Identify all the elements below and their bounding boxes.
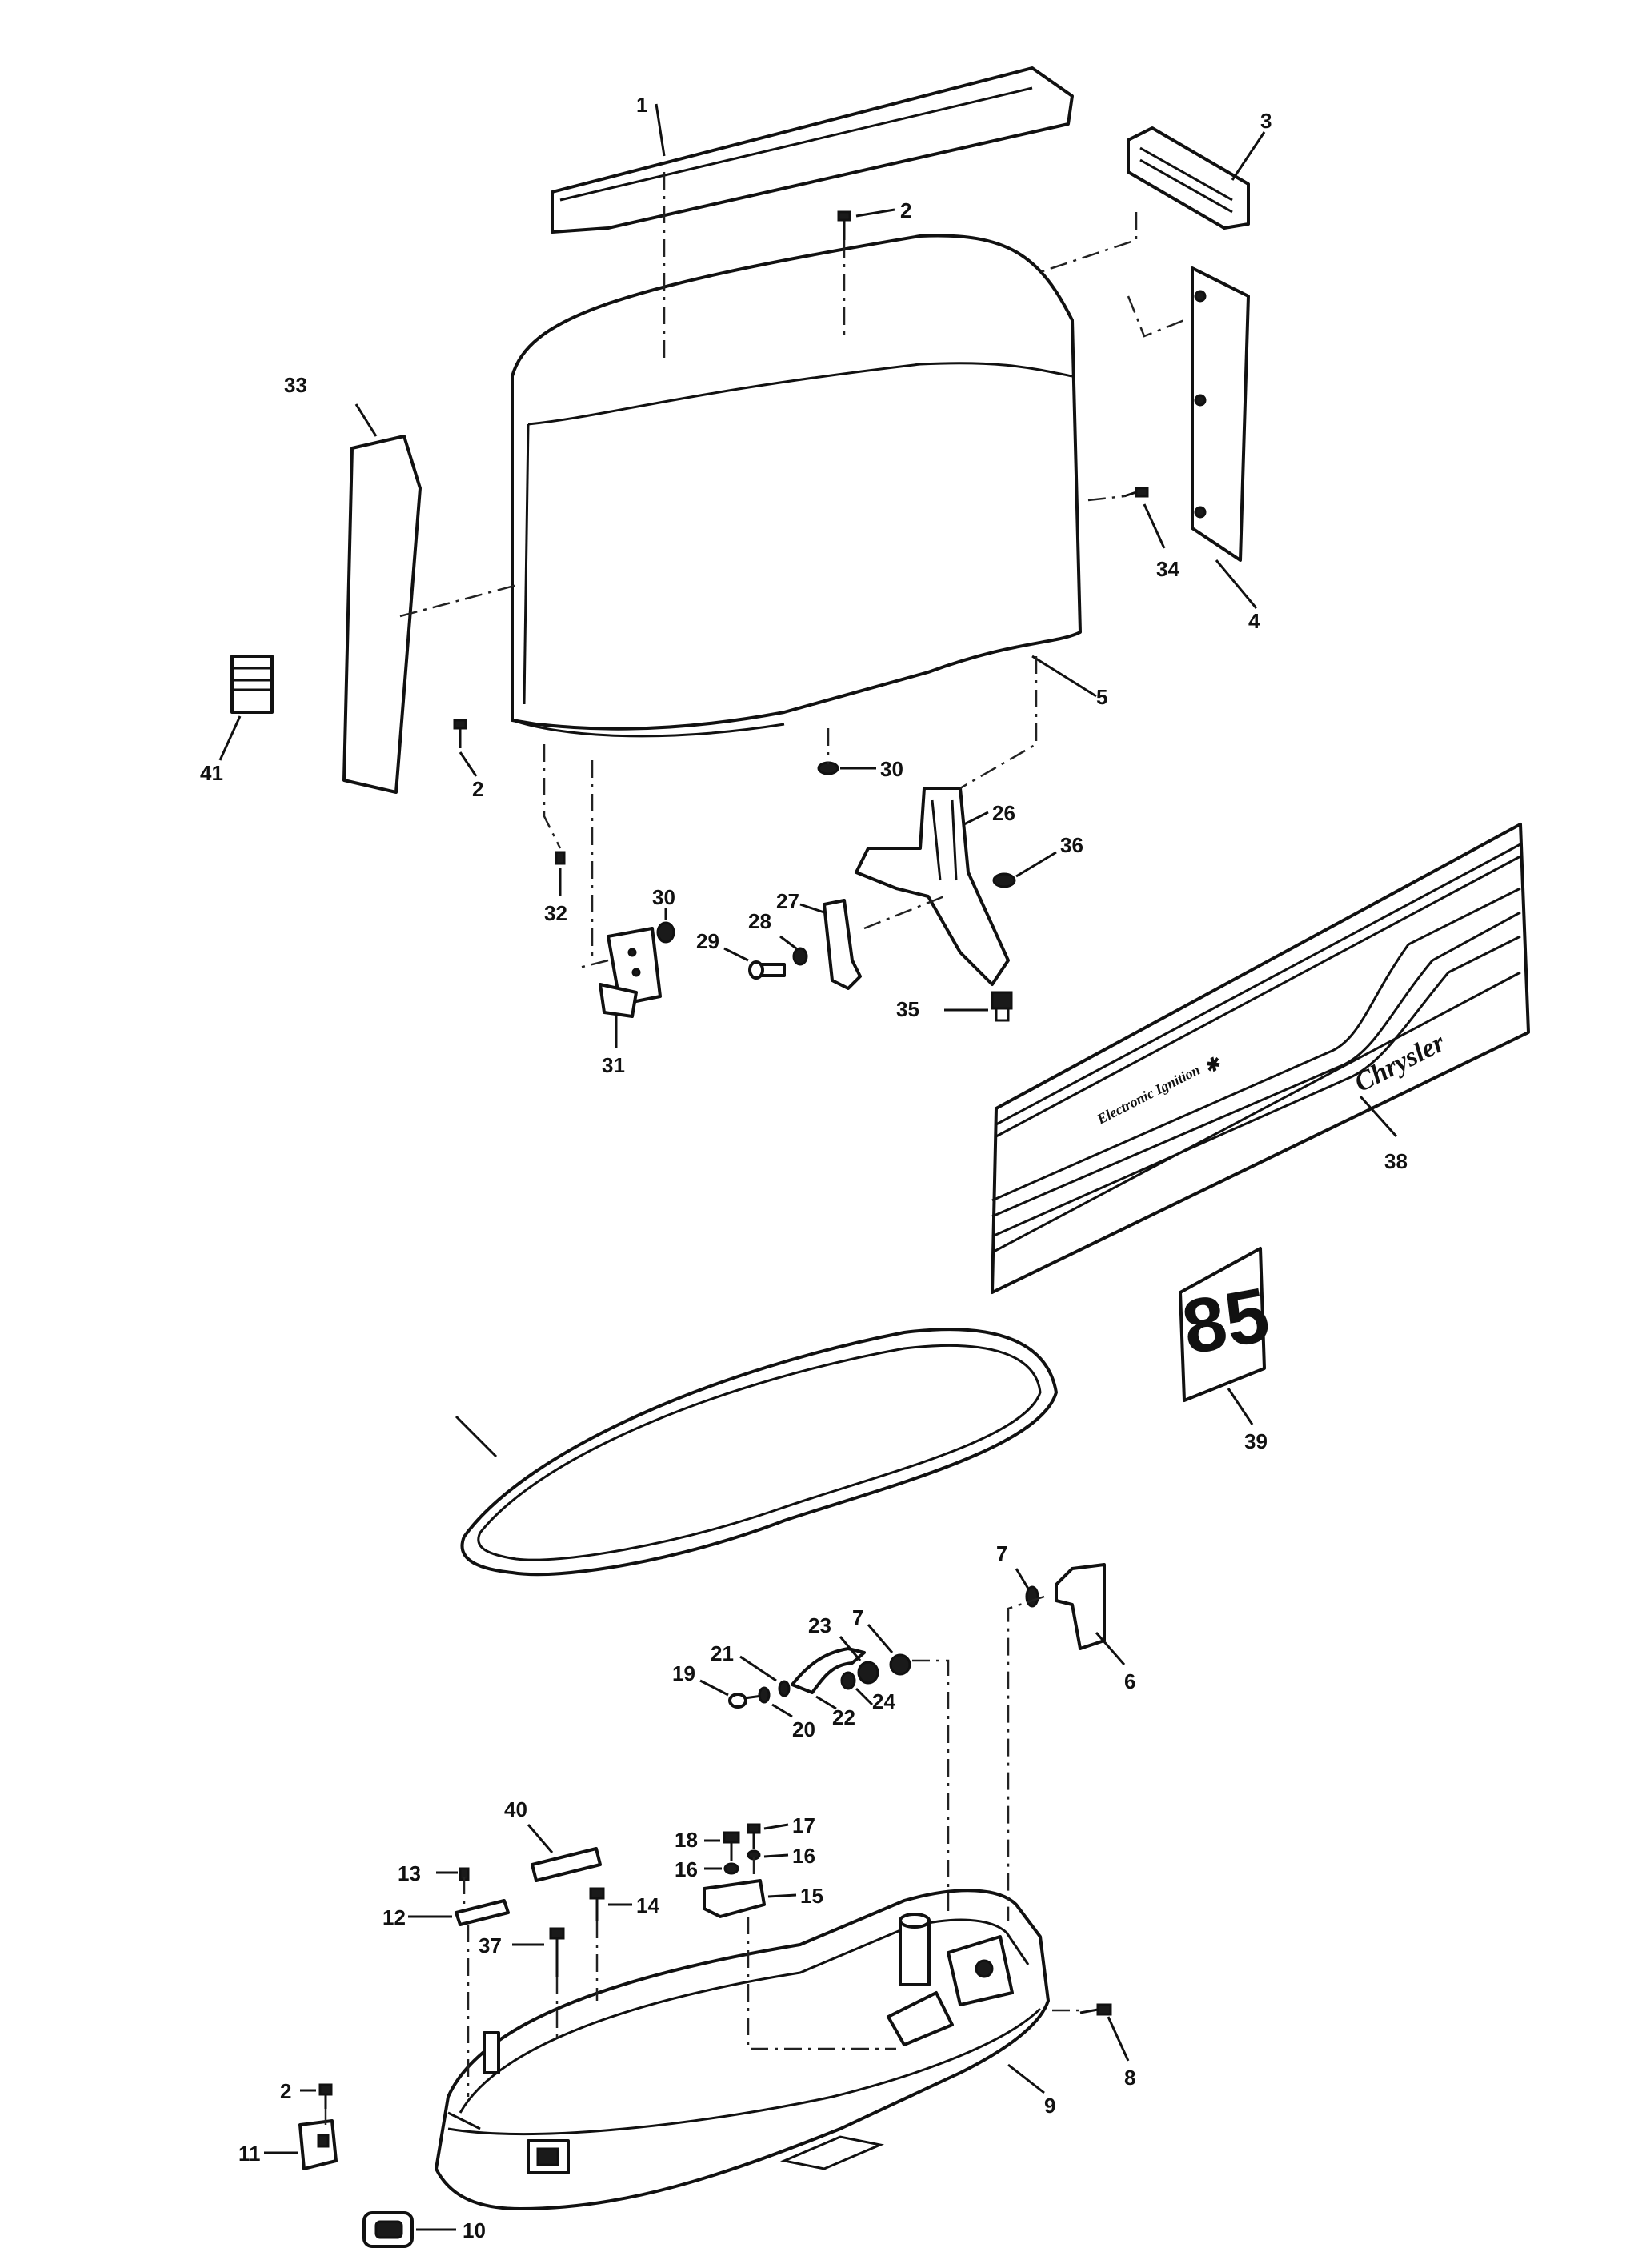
hood-seal-ring (460, 1328, 1058, 1577)
callout-39: 39 (1244, 1429, 1268, 1453)
callout-4: 4 (1248, 609, 1260, 633)
callout-35: 35 (896, 997, 919, 1021)
callout-28: 28 (748, 909, 771, 933)
part-3-latch-bracket (1127, 126, 1250, 230)
callout-15: 15 (800, 1884, 823, 1908)
part-31-bracket (599, 927, 662, 1018)
part-15-latch-plate (703, 1879, 766, 1918)
part-17-screw (747, 1823, 761, 1849)
callout-14: 14 (636, 1893, 659, 1917)
part-21-washer (778, 1680, 791, 1697)
part-18-screw (723, 1831, 740, 1861)
part-29-bolt (748, 960, 786, 980)
part-7-washer-right (1025, 1585, 1039, 1608)
callout-29: 29 (696, 929, 719, 953)
callout-40: 40 (504, 1797, 527, 1821)
callout-24: 24 (872, 1689, 895, 1713)
part-26-latch-assembly (855, 787, 1010, 986)
callout-19: 19 (672, 1661, 695, 1685)
callout-27: 27 (776, 889, 799, 913)
callout-2b: 2 (472, 777, 483, 801)
part-38-side-decal (991, 823, 1530, 1294)
callout-16a: 16 (675, 1857, 698, 1881)
part-12-plate (455, 1899, 510, 1926)
part-34-screw (1123, 487, 1149, 498)
callout-11: 11 (238, 2142, 261, 2166)
part-32-screw (555, 851, 566, 865)
callout-1: 1 (636, 93, 647, 117)
part-16-washer-left (723, 1862, 739, 1875)
callout-41: 41 (200, 761, 223, 785)
callout-3: 3 (1260, 109, 1272, 133)
callout-33: 33 (284, 373, 307, 397)
part-40-label (531, 1847, 602, 1882)
part-36-washer (992, 872, 1016, 888)
callout-30a: 30 (880, 757, 903, 781)
callout-30b: 30 (652, 885, 675, 909)
part-30-washer-a (817, 761, 839, 775)
hp-decal-number: 85 (1176, 1272, 1276, 1371)
part-2-screw-bottom (318, 2083, 333, 2109)
part-39-hp-decal (1179, 1247, 1266, 1402)
callout-38: 38 (1384, 1149, 1408, 1173)
part-7-washer-center (889, 1653, 911, 1676)
part-30-washer-b (656, 921, 675, 944)
part-37-bolt (549, 1927, 565, 1977)
callout-13: 13 (398, 1861, 421, 1885)
callout-21: 21 (711, 1641, 734, 1665)
part-6-handle (1055, 1563, 1106, 1650)
part-2-screw-top (837, 210, 851, 240)
callout-16b: 16 (792, 1844, 815, 1868)
callout-34: 34 (1156, 557, 1179, 581)
callout-12: 12 (382, 1905, 406, 1929)
callout-5: 5 (1096, 685, 1107, 709)
part-20-washer (758, 1686, 771, 1704)
part-23-spring (857, 1661, 879, 1685)
callout-22: 22 (832, 1705, 855, 1729)
callout-2c: 2 (280, 2079, 291, 2103)
callout-8: 8 (1124, 2066, 1135, 2090)
part-27-lever (823, 899, 862, 990)
part-33-side-trim (342, 435, 422, 794)
callout-20: 20 (792, 1717, 815, 1741)
part-2-screw-left (453, 719, 467, 748)
part-24-nut (840, 1671, 856, 1690)
part-22-hook (791, 1647, 866, 1694)
part-5-motor-hood (511, 234, 1082, 738)
callout-2a: 2 (900, 198, 911, 222)
callout-6: 6 (1124, 1669, 1135, 1693)
callout-7a: 7 (996, 1541, 1007, 1565)
part-4-rear-trim (1191, 266, 1250, 562)
callout-32: 32 (544, 901, 567, 925)
part-9-bottom-pan (435, 1889, 1050, 2210)
part-14-bolt (589, 1887, 605, 1921)
callout-7b: 7 (852, 1605, 863, 1629)
callout-37: 37 (479, 1933, 502, 1957)
callout-31: 31 (602, 1053, 625, 1077)
part-41-decal (230, 655, 274, 714)
callout-23: 23 (808, 1613, 831, 1637)
callout-26: 26 (992, 801, 1015, 825)
part-35-grommet (991, 991, 1013, 1022)
part-1-top-cap (551, 66, 1074, 234)
callout-18: 18 (675, 1828, 698, 1852)
part-28-washer (792, 947, 808, 966)
part-11-clip (298, 2119, 338, 2170)
part-10-grommet (362, 2211, 414, 2248)
part-8-screw (1079, 2003, 1112, 2016)
callout-36: 36 (1060, 833, 1083, 857)
callout-17: 17 (792, 1813, 815, 1837)
callout-9: 9 (1044, 2094, 1055, 2118)
callout-10: 10 (463, 2218, 486, 2242)
